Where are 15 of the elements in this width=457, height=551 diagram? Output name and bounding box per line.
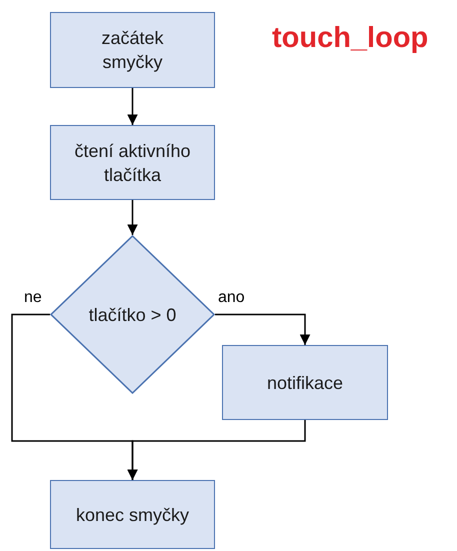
node-label: notifikace	[266, 372, 344, 394]
process-box	[50, 125, 215, 200]
arrow	[215, 314, 310, 345]
title: touch_loop	[272, 21, 428, 56]
arrow	[127, 420, 306, 480]
arrow	[127, 88, 138, 125]
process-box	[50, 480, 215, 549]
node-label: konec smyčky	[76, 504, 190, 526]
node-label: čtení aktivního tlačítka	[73, 140, 192, 186]
decision-diamond	[50, 235, 215, 394]
node-label: tlačítko > 0	[88, 304, 176, 326]
node-label: začátek smyčky	[100, 27, 165, 74]
process-box	[50, 12, 215, 88]
arrow	[127, 200, 138, 235]
process-box	[222, 345, 388, 420]
